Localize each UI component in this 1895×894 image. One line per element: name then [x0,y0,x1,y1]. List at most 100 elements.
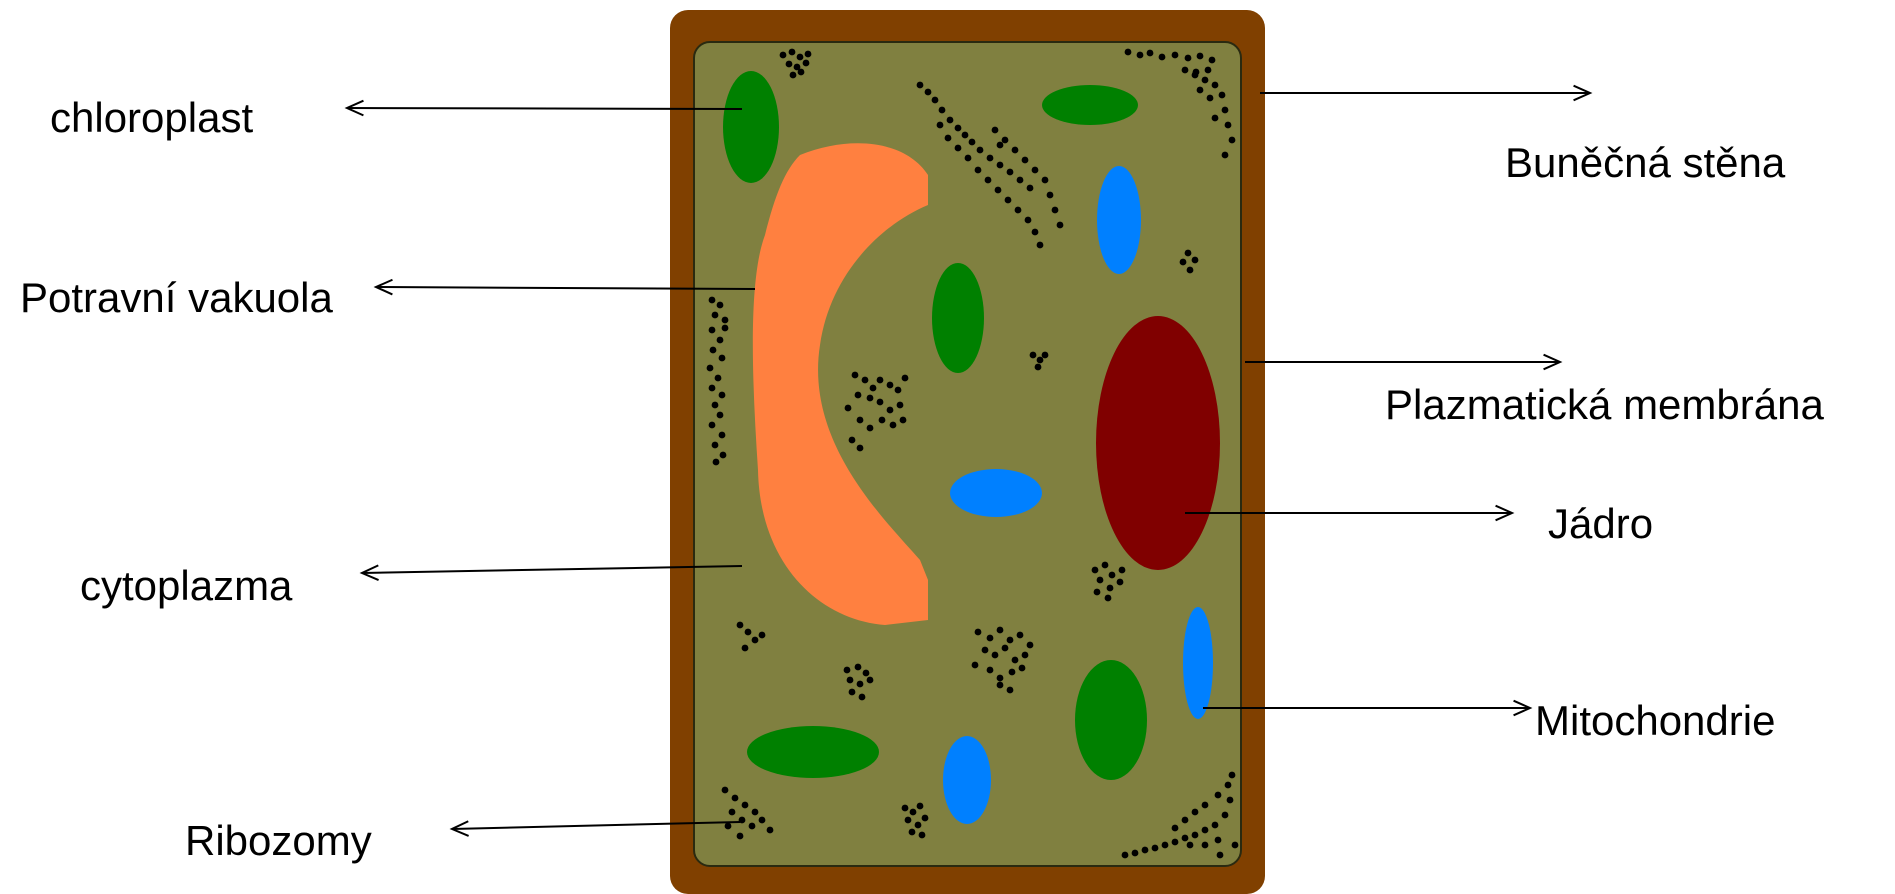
ribosome-dot [867,395,874,402]
ribosome-dot [805,51,812,58]
label-cell-wall: Buněčná stěna [1505,139,1786,186]
ribosome-dot [1097,577,1104,584]
ribosome-dot [862,377,869,384]
label-food-vacuole: Potravní vakuola [20,274,333,321]
ribosome-dot [910,809,917,816]
ribosome-dot [845,405,852,412]
ribosome-dot [895,387,902,394]
ribosome-dot [1180,259,1187,266]
ribosome-dot [932,97,939,104]
ribosome-dot [709,327,716,334]
ribosome-dot [919,832,926,839]
chloroplast [1042,85,1138,125]
pointer-line [347,108,742,109]
ribosome-dot [1037,357,1044,364]
ribosome-dot [987,667,994,674]
ribosome-dot [1172,52,1179,59]
ribosome-dot [1229,137,1236,144]
label-chloroplast: chloroplast [50,94,253,141]
ribosome-dot [997,142,1004,149]
ribosome-dot [745,629,752,636]
ribosome-dot [863,670,870,677]
ribosome-dot [729,809,736,816]
ribosome-dot [1187,267,1194,274]
ribosome-dot [1202,802,1209,809]
ribosome-dot [997,627,1004,634]
ribosome-dot [752,637,759,644]
ribosome-dot [1109,572,1116,579]
chloroplast [1075,660,1147,780]
ribosome-dot [712,312,719,319]
ribosome-dot [1185,55,1192,62]
ribosome-dot [857,681,864,688]
ribosome-dot [790,72,797,79]
ribosome-dot [1225,122,1232,129]
ribosome-dot [1142,847,1149,854]
ribosome-dot [849,437,856,444]
ribosome-dot [1137,52,1144,59]
ribosome-dot [905,817,912,824]
ribosome-dot [900,417,907,424]
ribosome-dot [1212,82,1219,89]
ribosome-dot [947,117,954,124]
ribosome-dot [987,155,994,162]
pointer-cell-wall [1260,86,1590,101]
ribosome-dot [1152,845,1159,852]
ribosome-dot [1147,50,1154,57]
ribosome-dot [713,459,720,466]
nucleus [1096,316,1220,570]
ribosome-dot [1192,832,1199,839]
ribosome-dot [1222,812,1229,819]
ribosome-dot [786,61,793,68]
ribosome-dot [712,442,719,449]
ribosome-dot [1105,595,1112,602]
ribosome-dot [722,787,729,794]
ribosome-dot [1019,665,1026,672]
ribosome-dot [917,803,924,810]
ribosome-dot [710,347,717,354]
ribosome-dot [997,675,1004,682]
ribosome-dot [1057,222,1064,229]
ribosome-dot [749,823,756,830]
ribosome-dot [887,407,894,414]
label-plasma-membrane: Plazmatická membrána [1385,381,1824,428]
ribosome-dot [1202,827,1209,834]
ribosome-dot [722,317,729,324]
ribosome-dot [1119,567,1126,574]
ribosome-dot [877,399,884,406]
ribosome-dot [855,392,862,399]
ribosome-dot [975,629,982,636]
ribosome-dot [922,815,929,822]
ribosome-dot [1182,835,1189,842]
ribosome-dot [1017,632,1024,639]
ribosome-dot [1185,250,1192,257]
ribosome-dot [719,392,726,399]
ribosome-dot [732,795,739,802]
ribosome-dot [1007,687,1014,694]
ribosome-dot [975,167,982,174]
mitochondrion [943,736,991,824]
ribosome-dot [1159,54,1166,61]
ribosome-dot [798,69,805,76]
ribosome-dot [1102,562,1109,569]
ribosome-dot [1117,579,1124,586]
ribosome-dot [859,694,866,701]
mitochondrion [950,469,1042,517]
ribosome-dot [1132,850,1139,857]
ribosome-dot [925,89,932,96]
ribosome-dot [857,417,864,424]
ribosome-dot [737,622,744,629]
ribosome-dot [1012,657,1019,664]
ribosome-dot [1229,772,1236,779]
ribosome-dot [997,682,1004,689]
ribosome-dot [965,155,972,162]
ribosome-dot [857,445,864,452]
ribosome-dot [780,52,787,59]
ribosome-dot [1162,842,1169,849]
ribosome-dot [1094,589,1101,596]
ribosome-dot [1222,107,1229,114]
ribosome-dot [1015,207,1022,214]
ribosome-dot [1172,839,1179,846]
ribosome-dot [977,147,984,154]
